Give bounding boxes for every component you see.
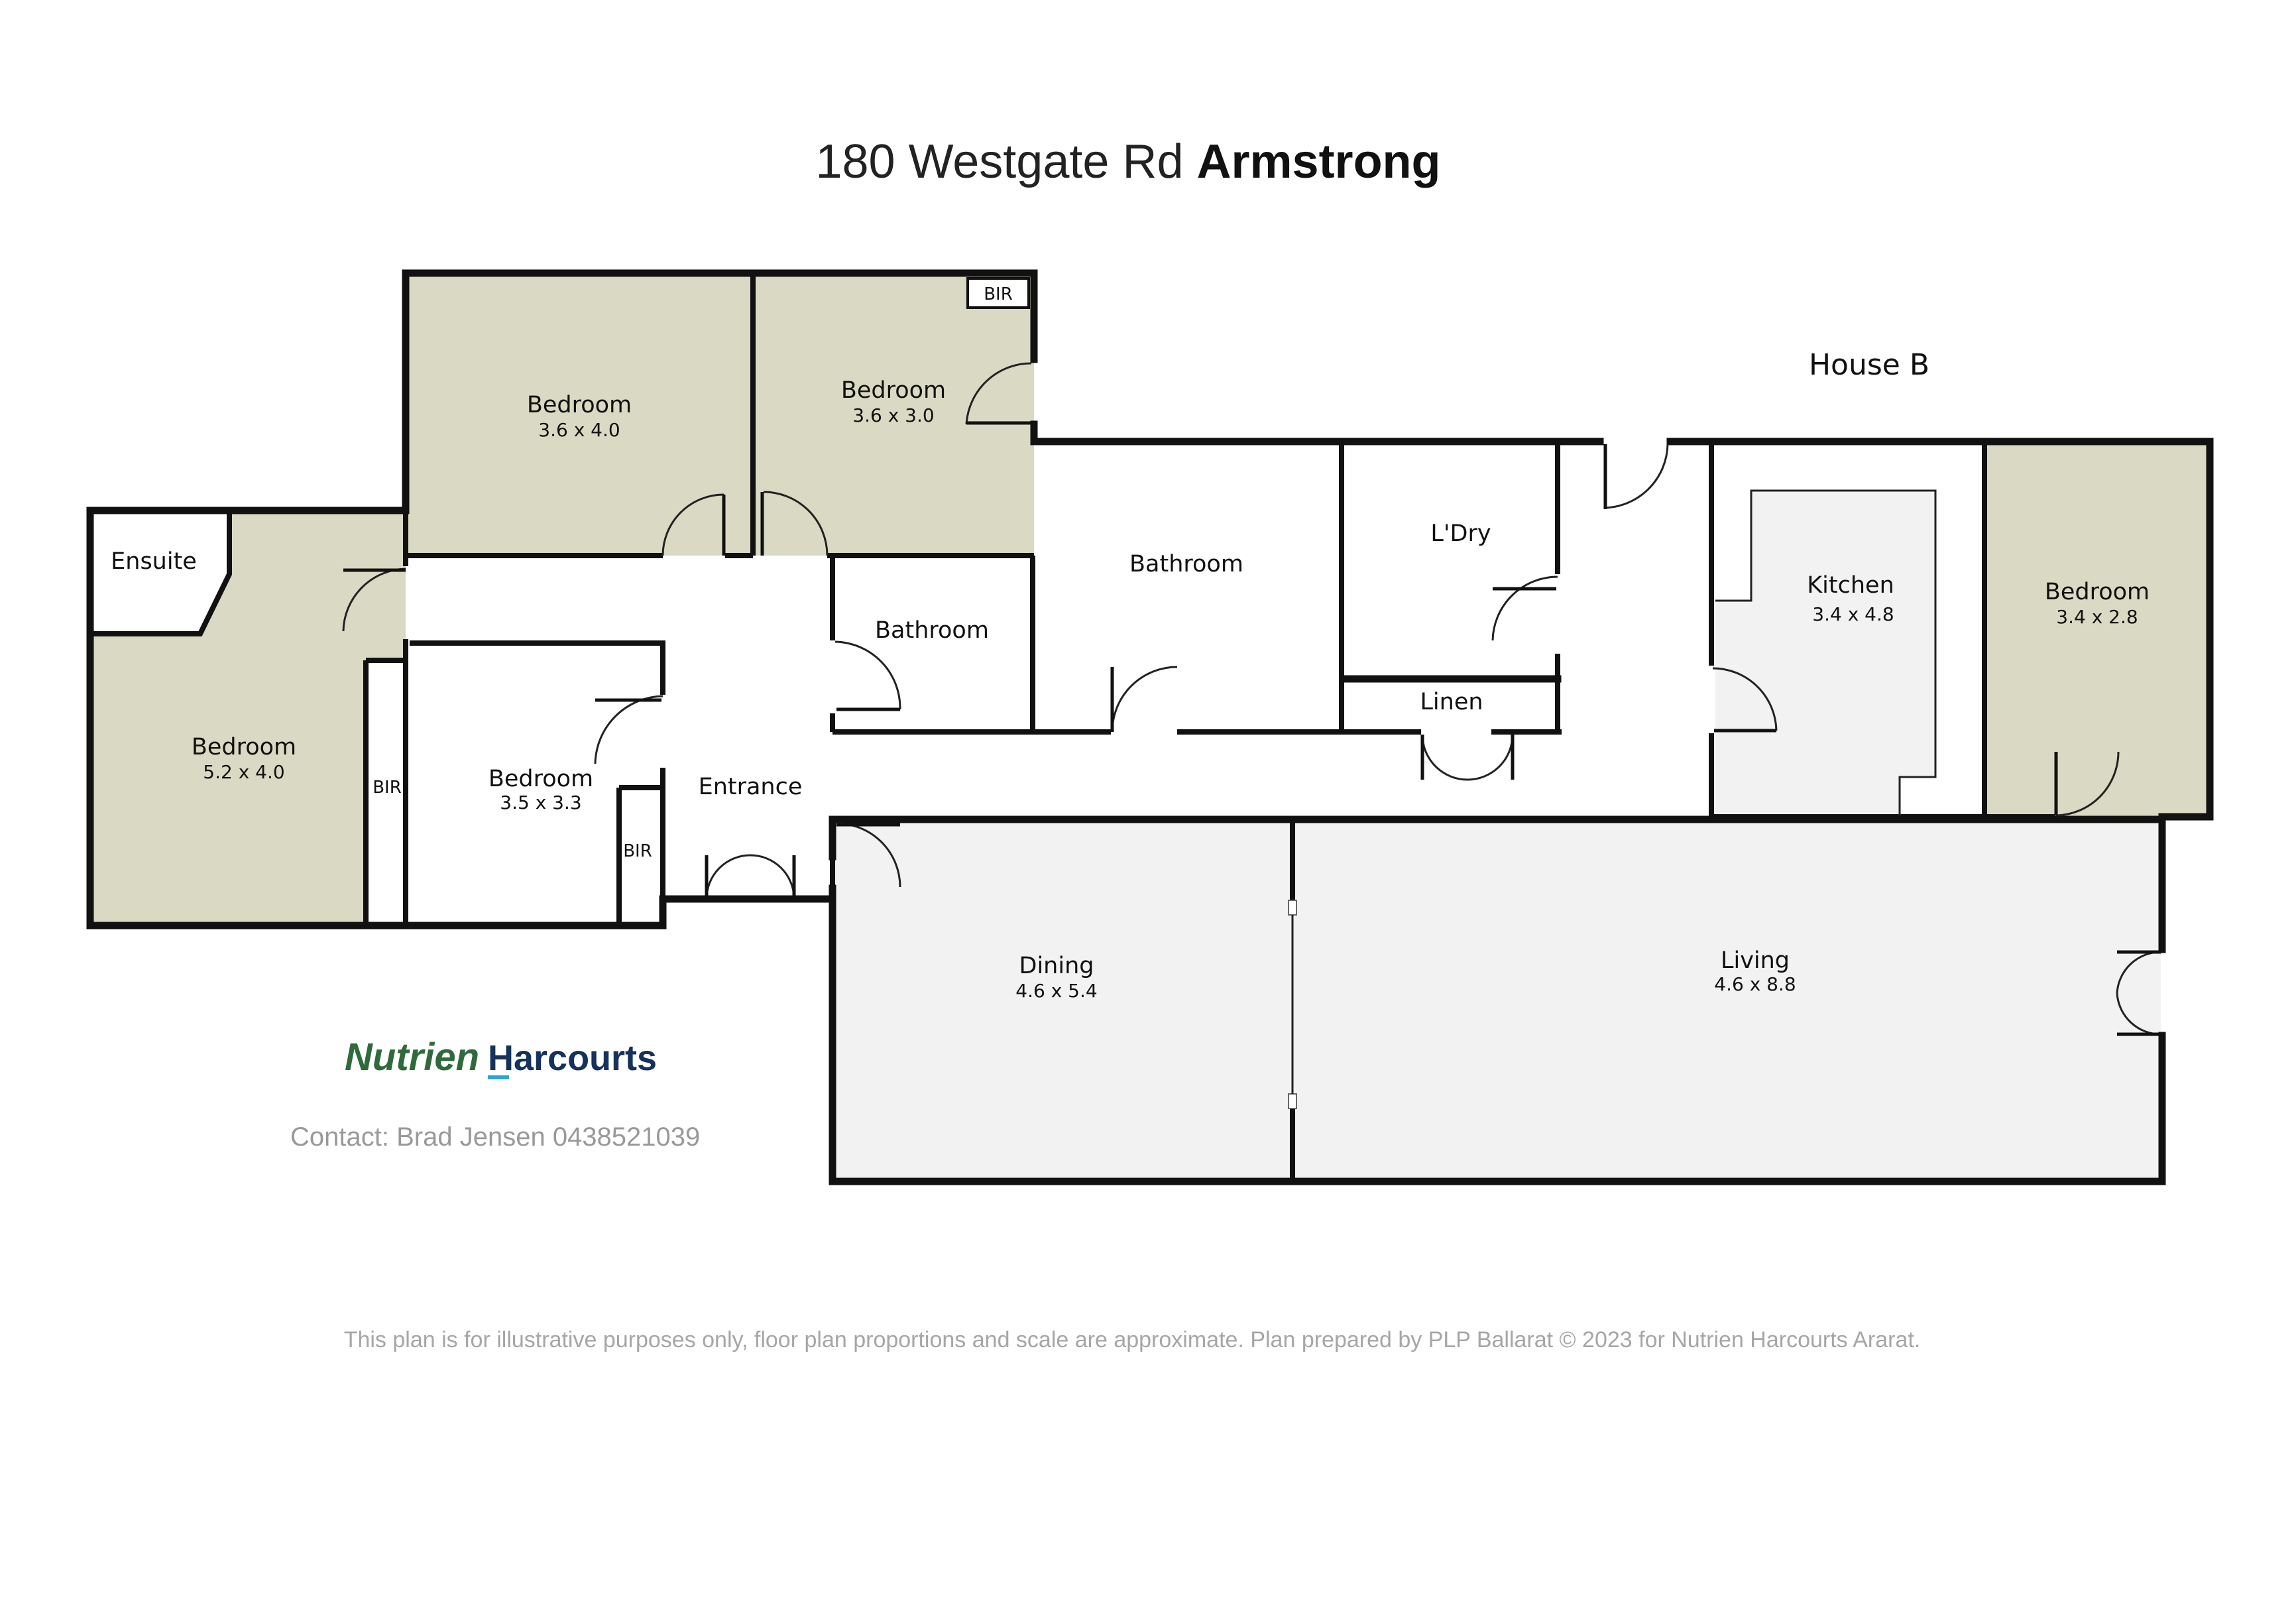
kitchen-fill (1715, 491, 1935, 817)
bedroom-right-fill (1984, 442, 2210, 817)
disclaimer: This plan is for illustrative purposes o… (344, 1327, 1921, 1352)
bir-label-left: BIR (373, 778, 402, 798)
living-fill (1292, 819, 2161, 1180)
bedroom-top-mid-name: Bedroom (841, 377, 946, 404)
title-address: 180 Westgate Rd (815, 135, 1183, 188)
bir-top-box (966, 277, 1030, 309)
kitchen-dims: 3.4 x 4.8 (1812, 603, 1894, 625)
bir-left-fill (366, 660, 404, 926)
bedroom-right-dims: 3.4 x 2.8 (2056, 606, 2138, 628)
bedroom-top-mid-dims: 3.6 x 3.0 (852, 404, 934, 426)
bedroom-centre-name: Bedroom (488, 766, 593, 792)
bir-label-centre: BIR (623, 841, 652, 861)
contact-line: Contact: Brad Jensen 0438521039 (290, 1122, 700, 1152)
bedroom-top-left-name: Bedroom (527, 392, 632, 418)
bedroom-centre-dims: 3.5 x 3.3 (500, 792, 581, 813)
living-name: Living (1721, 947, 1790, 974)
dining-name: Dining (1019, 953, 1094, 979)
house-label: House B (1809, 348, 1929, 382)
dining-dims: 4.6 x 5.4 (1015, 980, 1097, 1002)
plan-title: 180 Westgate Rd Armstrong (815, 135, 1440, 188)
logo-brand-harcourts: Harcourts (488, 1038, 657, 1078)
title-suburb: Armstrong (1197, 135, 1441, 188)
contact-name: Brad Jensen (396, 1122, 545, 1152)
laundry-name: L'Dry (1430, 520, 1491, 547)
logo-underline (488, 1075, 509, 1079)
walls (86, 269, 2214, 1185)
room-labels: Bedroom 5.2 x 4.0 Bedroom 3.6 x 4.0 Bedr… (111, 284, 2150, 1002)
agency-logo: Nutrien Harcourts (337, 1021, 664, 1094)
doors (342, 362, 2161, 1109)
bedroom-ensuite-dims: 5.2 x 4.0 (203, 761, 284, 783)
bedroom-top-mid-fill (753, 273, 1034, 556)
contact-label: Contact: (290, 1122, 389, 1152)
bedroom-ensuite-name: Bedroom (192, 734, 296, 760)
linen-name: Linen (1420, 689, 1483, 715)
bedroom-right-name: Bedroom (2045, 579, 2150, 605)
bathroom-small-name: Bathroom (875, 617, 989, 644)
bedroom-top-left-dims: 3.6 x 4.0 (538, 419, 620, 441)
bir-label-top: BIR (984, 284, 1013, 304)
contact-phone: 0438521039 (553, 1122, 700, 1152)
ensuite-name: Ensuite (111, 548, 197, 575)
ensuite-fill (90, 510, 229, 634)
kitchen-name: Kitchen (1807, 572, 1894, 599)
dining-fill (832, 819, 1292, 1180)
bathroom-large-name: Bathroom (1129, 551, 1243, 577)
living-dims: 4.6 x 8.8 (1714, 973, 1796, 995)
entrance-name: Entrance (699, 774, 803, 800)
bedroom-top-left-fill (406, 273, 753, 556)
logo-brand-nutrien: Nutrien (345, 1036, 479, 1079)
room-fills (90, 273, 2210, 1180)
